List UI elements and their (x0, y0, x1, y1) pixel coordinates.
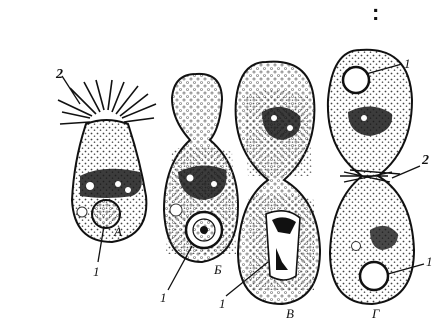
stage-letter-d: Г (371, 306, 380, 321)
stage-letter-a: A (113, 224, 122, 239)
label-d-lower: 1 (426, 254, 433, 269)
label-d-middle: 2 (421, 153, 429, 168)
stage-a: 2 1 A (55, 67, 156, 279)
stage-b: 1 Б (160, 74, 238, 305)
label-a-bottom: 1 (93, 264, 100, 279)
label-d-top: 1 (404, 56, 411, 71)
cilia-tuft-a (58, 80, 156, 124)
label-a-top: 2 (55, 67, 63, 82)
stage-letter-b: Б (213, 262, 222, 277)
stage-letter-c: В (286, 306, 294, 321)
label-b-bottom: 1 (160, 290, 167, 305)
label-c-bottom: 1 (219, 296, 226, 311)
stage-d: 1 2 1 Г (328, 50, 433, 321)
